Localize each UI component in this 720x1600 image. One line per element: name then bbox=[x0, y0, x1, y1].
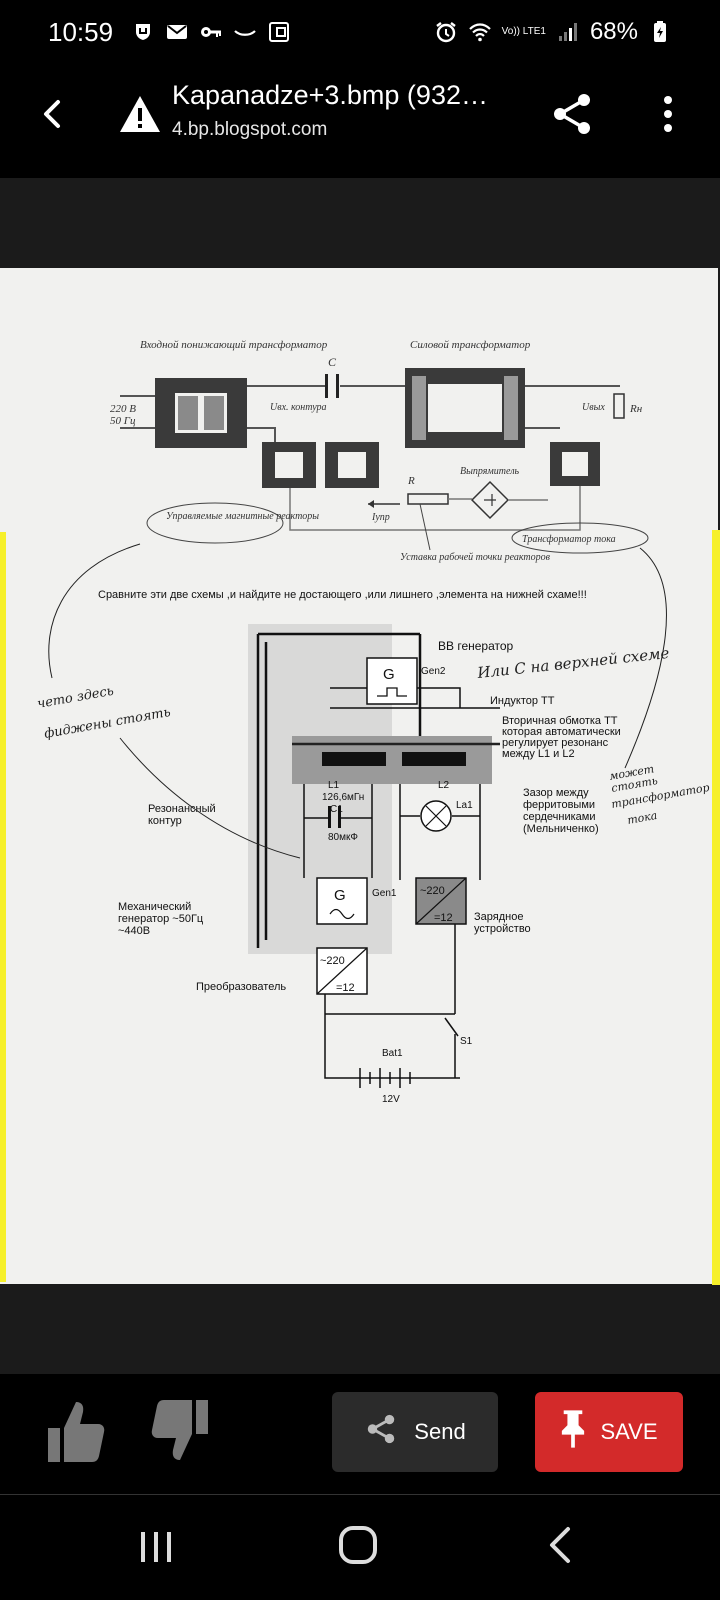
label-secondary-4: между L1 и L2 bbox=[502, 748, 575, 760]
chevron-left-icon[interactable] bbox=[30, 92, 74, 136]
label-charger-220: ~220 bbox=[420, 885, 445, 897]
label-la1: La1 bbox=[456, 800, 473, 811]
app-bar: Kapanadze+3.bmp (932… 4.bp.blogspot.com bbox=[0, 64, 720, 178]
label-mech-2: генератор ~50Гц bbox=[118, 913, 204, 925]
label-converter-12: =12 bbox=[336, 982, 355, 994]
label-l1: L1 bbox=[328, 780, 340, 791]
label-mech-3: ~440В bbox=[118, 925, 150, 937]
label-220v: 220 В bbox=[110, 403, 136, 415]
label-charger-1: Зарядное bbox=[474, 911, 523, 923]
label-gen1: Gen1 bbox=[372, 888, 397, 899]
pin-icon bbox=[560, 1408, 586, 1456]
share-icon bbox=[364, 1412, 398, 1452]
save-label: SAVE bbox=[600, 1419, 658, 1444]
image-viewer[interactable]: Входной понижающий трансформатор Силовой… bbox=[0, 178, 720, 1374]
label-mech-1: Механический bbox=[118, 901, 191, 913]
title-block: Kapanadze+3.bmp (932… 4.bp.blogspot.com bbox=[172, 80, 502, 141]
status-time: 10:59 bbox=[48, 16, 114, 47]
label-l2: L2 bbox=[438, 780, 450, 791]
label-12v: 12V bbox=[382, 1094, 400, 1105]
label-gap-4: (Мельниченко) bbox=[523, 823, 599, 835]
battery-icon bbox=[648, 20, 672, 44]
note-left-1: чето здесь bbox=[36, 684, 115, 712]
smile-icon bbox=[233, 20, 257, 44]
label-c1: C1 bbox=[330, 804, 343, 815]
scroll-edge-right bbox=[712, 530, 720, 1285]
label-50hz: 50 Гц bbox=[110, 415, 136, 427]
label-inductor: Индуктор ТТ bbox=[490, 695, 555, 707]
wallet-icon bbox=[267, 20, 291, 44]
divider bbox=[0, 1494, 720, 1495]
source-domain: 4.bp.blogspot.com bbox=[172, 119, 328, 140]
warning-icon bbox=[118, 92, 162, 136]
back-icon[interactable] bbox=[548, 1525, 572, 1565]
label-gap-2: ферритовыми bbox=[523, 799, 595, 811]
label-80: 80мкФ bbox=[328, 832, 358, 843]
signal-icon bbox=[556, 20, 580, 44]
page-title: Kapanadze+3.bmp (932… bbox=[172, 80, 488, 110]
label-reactors: Управляемые магнитные реакторы bbox=[166, 511, 319, 522]
label-converter: Преобразователь bbox=[196, 981, 286, 993]
label-uvyx: Uвых bbox=[582, 402, 605, 413]
label-rn: Rн bbox=[629, 403, 643, 415]
send-label: Send bbox=[414, 1419, 466, 1444]
label-126: 126,6мГн bbox=[322, 792, 364, 803]
label-c: C bbox=[328, 355, 337, 369]
label-charger-2: устройство bbox=[474, 923, 531, 935]
status-right: Vo)) LTE1 68% bbox=[434, 18, 672, 46]
note-left-2: фиджены стоять bbox=[43, 705, 172, 742]
status-bar: 10:59 Vo)) LTE1 68% bbox=[0, 0, 720, 64]
label-input-transformer: Входной понижающий трансформатор bbox=[140, 339, 328, 351]
label-rectifier: Выпрямитель bbox=[460, 466, 520, 477]
wifi-icon bbox=[468, 20, 492, 44]
scanned-schematic[interactable]: Входной понижающий трансформатор Силовой… bbox=[0, 268, 718, 1284]
label-secondary-2: которая автоматически bbox=[502, 726, 621, 738]
label-setpoint: Уставка рабочей точки реакторов bbox=[400, 552, 551, 563]
shield-icon bbox=[131, 20, 155, 44]
status-left: 10:59 bbox=[48, 17, 291, 48]
home-icon[interactable] bbox=[338, 1525, 378, 1565]
label-r: R bbox=[407, 475, 415, 487]
alarm-icon bbox=[434, 20, 458, 44]
share-icon[interactable] bbox=[548, 90, 596, 138]
label-secondary-1: Вторичная обмотка ТТ bbox=[502, 715, 618, 727]
label-gen1-g: G bbox=[334, 887, 346, 904]
mail-icon bbox=[165, 20, 189, 44]
recent-apps-icon[interactable] bbox=[138, 1527, 174, 1567]
label-current-transformer: Трансформатор тока bbox=[522, 534, 616, 545]
system-nav-bar bbox=[0, 1495, 720, 1600]
label-gap-1: Зазор между bbox=[523, 787, 589, 799]
battery-percent: 68% bbox=[589, 18, 638, 45]
schematic-drawing: Входной понижающий трансформатор Силовой… bbox=[36, 339, 710, 1105]
label-resonant-2: контур bbox=[148, 815, 182, 827]
thumbs-down-icon[interactable] bbox=[150, 1396, 212, 1468]
save-button[interactable]: SAVE bbox=[535, 1392, 683, 1472]
label-converter-220: ~220 bbox=[320, 955, 345, 967]
label-charger-12: =12 bbox=[434, 912, 453, 924]
label-gen2-g: G bbox=[383, 666, 395, 683]
label-gen2: Gen2 bbox=[421, 666, 446, 677]
note-gap-4: тока bbox=[626, 809, 658, 827]
label-bat1: Bat1 bbox=[382, 1048, 403, 1059]
label-hv-generator: ВВ генератор bbox=[438, 639, 514, 653]
label-resonant-1: Резонансный bbox=[148, 803, 216, 815]
compare-text: Сравните эти две схемы ,и найдите не дос… bbox=[98, 589, 587, 601]
label-iupr: Iупр bbox=[371, 512, 390, 523]
scroll-edge-left bbox=[0, 532, 6, 1282]
send-button[interactable]: Send bbox=[332, 1392, 498, 1472]
action-bar: Send SAVE bbox=[0, 1374, 720, 1494]
label-uvx: Uвх. контура bbox=[270, 402, 327, 413]
label-power-transformer: Силовой трансформатор bbox=[410, 339, 531, 351]
more-vert-icon[interactable] bbox=[648, 90, 688, 138]
label-gap-3: сердечниками bbox=[523, 811, 595, 823]
label-s1: S1 bbox=[460, 1036, 473, 1047]
key-icon bbox=[199, 20, 223, 44]
network-label: Vo)) LTE1 bbox=[501, 26, 546, 37]
thumbs-up-icon[interactable] bbox=[44, 1394, 106, 1466]
label-secondary-3: регулирует резонанс bbox=[502, 737, 609, 749]
